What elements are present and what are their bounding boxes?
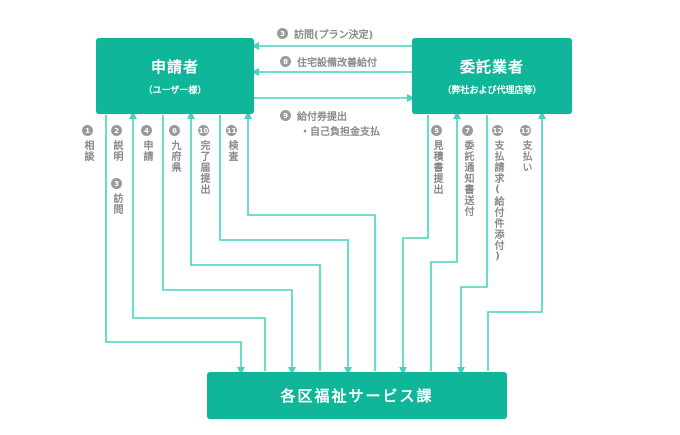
step-number-badge: 3 — [277, 28, 288, 39]
arrow-step1-consult — [105, 115, 245, 375]
step-4-label: 4 申請 — [141, 125, 152, 162]
step-number-badge: 9 — [280, 110, 291, 121]
step-label: 委託通知書送付 — [462, 140, 473, 217]
step-number-badge: 11 — [226, 125, 237, 136]
step-number-badge: 1 — [82, 125, 93, 136]
step-number-badge: 6 — [169, 125, 180, 136]
step-label: 検査 — [226, 140, 237, 162]
step-label: 給付券提出 — [297, 112, 347, 123]
applicant-subtitle: （ユーザー様） — [143, 86, 207, 96]
arrow-step10-complete — [219, 115, 352, 375]
step-7-label: 7 委託通知書送付 — [462, 125, 473, 217]
step-3-top-label: 3 訪問(プラン決定) — [277, 26, 373, 41]
step-label: 申請 — [141, 140, 152, 162]
step-9-top-label-line2: ・自己負担金支払 — [300, 123, 380, 138]
contractor-subtitle: （弊社および代理店等） — [442, 86, 542, 96]
step-label: 訪問 — [111, 193, 122, 215]
applicant-box: 申請者 （ユーザー様） — [96, 38, 254, 114]
step-number-badge: 13 — [520, 125, 531, 136]
step-label: ・自己負担金支払 — [300, 127, 380, 138]
step-number-badge: 3 — [111, 178, 122, 189]
contractor-box: 委託業者 （弊社および代理店等） — [412, 38, 572, 114]
step-6-label: 6 九府県 — [169, 125, 180, 173]
arrow-step6-prefecture — [187, 111, 321, 371]
step-label: 見積書提出 — [431, 140, 442, 195]
step-number-badge: 7 — [462, 125, 473, 136]
office-title: 各区福祉サービス課 — [280, 387, 434, 405]
step-5-label: 5 見積書提出 — [431, 125, 442, 195]
step-label: 訪問(プラン決定) — [294, 30, 374, 41]
step-label: 住宅設備改善給付 — [297, 58, 377, 69]
step-11-label: 11 検査 — [226, 125, 237, 162]
arrow-step13-payment — [487, 111, 546, 371]
arrow-step12-claim — [457, 115, 488, 375]
step-number-badge: 4 — [141, 125, 152, 136]
step-13-label: 13 支払い — [520, 125, 531, 173]
step-2-label: 2 説明 — [111, 125, 122, 162]
arrow-step2-explain — [129, 111, 266, 371]
step-number-badge: 2 — [111, 125, 122, 136]
step-12-label: 12 支払請求(給付件添付) — [492, 125, 503, 263]
arrow-step4-apply — [162, 115, 296, 375]
arrow-step5-estimate — [399, 115, 429, 375]
step-number-badge: 5 — [431, 125, 442, 136]
step-label: 相談 — [82, 140, 93, 162]
step-10-label: 10 完了届提出 — [198, 125, 209, 195]
step-number-badge: 8 — [280, 56, 291, 67]
step-label: 支払い — [520, 140, 531, 173]
step-number-badge: 10 — [198, 125, 209, 136]
step-number-badge: 12 — [492, 125, 503, 136]
arrow-step11-inspect — [244, 111, 376, 371]
step-label: 九府県 — [169, 140, 180, 173]
step-3-label: 3 訪問 — [111, 178, 122, 215]
step-label: 支払請求(給付件添付) — [492, 140, 503, 263]
step-label: 説明 — [111, 140, 122, 162]
arrow-step7-notice — [430, 111, 461, 371]
step-9-top-label: 9 給付券提出 — [280, 108, 347, 123]
office-box: 各区福祉サービス課 — [207, 372, 507, 419]
applicant-title: 申請者 — [150, 58, 199, 76]
contractor-title: 委託業者 — [459, 58, 524, 76]
step-1-label: 1 相談 — [82, 125, 93, 162]
step-label: 完了届提出 — [198, 140, 209, 195]
step-8-top-label: 8 住宅設備改善給付 — [280, 54, 377, 69]
